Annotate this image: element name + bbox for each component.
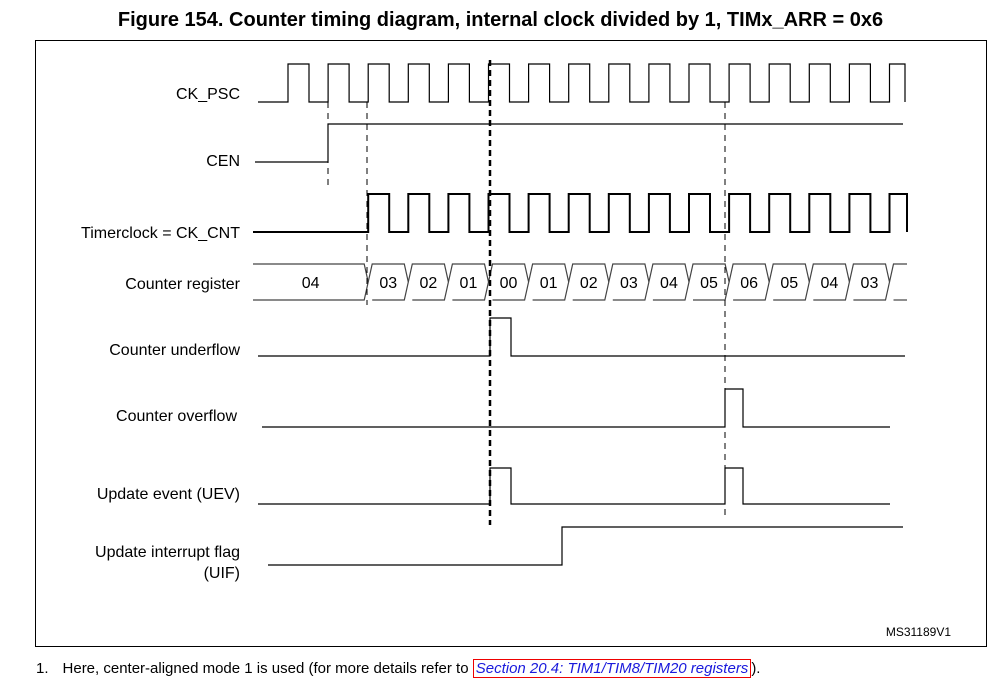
footnote-end: ). xyxy=(751,660,761,677)
counter-cell xyxy=(608,263,650,301)
label-counter-overflow: Counter overflow xyxy=(116,408,237,425)
overflow-waveform xyxy=(262,388,890,428)
counter-value: 05 xyxy=(700,275,718,292)
cen-waveform xyxy=(255,123,903,163)
counter-cell xyxy=(487,263,530,301)
counter-cell xyxy=(648,263,690,301)
counter-value: 02 xyxy=(419,275,437,292)
label-counter-underflow: Counter underflow xyxy=(109,342,240,359)
diagram-frame xyxy=(35,40,987,647)
counter-value: 05 xyxy=(780,275,798,292)
counter-cell xyxy=(407,263,450,301)
counter-cell xyxy=(768,263,810,301)
ck-cnt-waveform xyxy=(253,193,908,233)
label-uif: Update interrupt flag xyxy=(95,544,240,561)
label-ck-psc: CK_PSC xyxy=(175,86,240,103)
counter-cell xyxy=(367,263,409,301)
counter-cell xyxy=(688,263,730,301)
footnote-number: 1. xyxy=(36,660,49,677)
counter-cell xyxy=(888,263,907,283)
counter-value: 06 xyxy=(740,275,758,292)
counter-value: 01 xyxy=(540,275,558,292)
label-ck-cnt: Timerclock = CK_CNT xyxy=(81,225,240,242)
label-cen: CEN xyxy=(206,153,240,170)
counter-cell xyxy=(728,263,770,301)
counter-value: 03 xyxy=(620,275,638,292)
counter-value: 04 xyxy=(660,275,678,292)
footnote-text: Here, center-aligned mode 1 is used (for… xyxy=(62,660,473,677)
uif-waveform xyxy=(268,526,903,566)
counter-value: 01 xyxy=(460,275,478,292)
underflow-waveform xyxy=(258,317,905,357)
figure-title: Figure 154. Counter timing diagram, inte… xyxy=(117,9,884,31)
section-link[interactable]: Section 20.4: TIM1/TIM8/TIM20 registers xyxy=(472,659,752,678)
counter-value: 02 xyxy=(580,275,598,292)
counter-value: 04 xyxy=(302,275,320,292)
label-uev: Update event (UEV) xyxy=(96,486,240,503)
ck-psc-waveform xyxy=(258,63,906,103)
counter-cell xyxy=(568,263,610,301)
counter-cell xyxy=(528,263,570,301)
counter-value: 03 xyxy=(379,275,397,292)
uev-waveform xyxy=(258,467,890,505)
counter-value: 04 xyxy=(820,275,838,292)
figure-reference-id: MS31189V1 xyxy=(885,625,951,639)
counter-value: 00 xyxy=(500,275,518,292)
counter-cell xyxy=(808,263,851,301)
counter-cell xyxy=(848,263,891,301)
label-uif-abbr: (UIF) xyxy=(203,565,240,582)
label-counter-register: Counter register xyxy=(125,276,240,293)
footnote: 1. Here, center-aligned mode 1 is used (f… xyxy=(36,659,761,678)
counter-value: 03 xyxy=(861,275,879,292)
counter-cell xyxy=(447,263,490,301)
